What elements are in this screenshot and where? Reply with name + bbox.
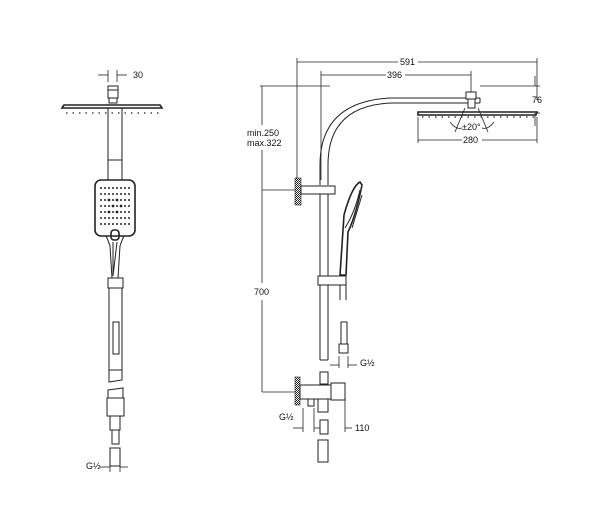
dimension-total-projection: 591 — [296, 57, 538, 180]
wall-elbow-side — [299, 384, 333, 400]
dimension-bracket-height: min.250 max.322 700 — [247, 85, 330, 393]
slider-side — [317, 275, 347, 286]
inlet-thread-label-front: G½ — [86, 461, 101, 471]
head-swivel — [465, 91, 477, 100]
hand-shower-side — [339, 180, 363, 276]
slider-front — [107, 277, 124, 289]
upper-wall-mount — [294, 177, 302, 206]
spray-nozzles — [100, 187, 130, 225]
head-connector — [107, 85, 119, 99]
dimension-hose-thread: G½ — [330, 356, 375, 368]
arm-width-label: 30 — [133, 70, 143, 80]
bracket-max-label: max.322 — [247, 138, 282, 148]
dimension-head-diameter: 280 — [417, 117, 538, 145]
tilt-angle-label: ±20° — [462, 122, 481, 132]
head-diameter-label: 280 — [463, 135, 478, 145]
dimension-head-height: 76 — [480, 76, 542, 126]
shower-arm — [319, 97, 480, 185]
hand-shower-front — [94, 179, 136, 237]
hose-thread-label: G½ — [360, 358, 375, 368]
mixer-projection-label: 110 — [355, 423, 369, 433]
lower-wall-mount — [294, 376, 301, 406]
rain-head-front — [60, 104, 164, 109]
arm-projection-label: 396 — [387, 70, 402, 80]
side-view: 591 396 76 ±20° 280 — [247, 57, 542, 463]
dimension-inlet-thread-front: G½ — [86, 461, 128, 472]
dimension-arm-width: 30 — [98, 70, 143, 82]
dimension-inlet-thread-side: G½ — [279, 408, 320, 432]
tilt-angle: ±20° — [449, 107, 495, 133]
inlet-pipe-front — [109, 447, 121, 467]
head-height-label: 76 — [532, 95, 542, 105]
dimension-mixer-projection: 110 — [344, 400, 369, 433]
dimension-arm-projection: 396 — [320, 70, 472, 180]
bracket-spacing-label: 700 — [254, 287, 269, 297]
total-projection-label: 591 — [400, 57, 415, 67]
wall-elbow-front — [106, 397, 125, 417]
upper-wall-bracket — [300, 185, 336, 195]
rain-head-side — [417, 111, 539, 116]
bracket-min-label: min.250 — [247, 128, 279, 138]
inlet-pipe-side — [317, 439, 329, 463]
front-view: 30 — [60, 70, 164, 472]
inlet-thread-label-side: G½ — [279, 412, 294, 422]
